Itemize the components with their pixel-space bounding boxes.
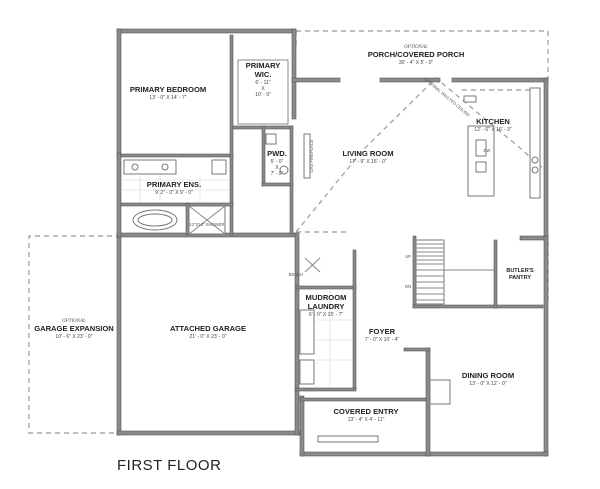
primary-wic-dims3: 10' - 9" <box>255 92 271 98</box>
dining-room-dims: 13' - 0" X 12' - 0" <box>469 381 506 387</box>
sink-icon <box>131 163 139 171</box>
staircase: UP DN <box>405 239 494 305</box>
kitchen-dims: 12' - 6" X 16' - 3" <box>474 127 511 133</box>
dining-room-name: DINING ROOM <box>462 371 514 380</box>
dishwasher-label: DW <box>484 148 491 153</box>
primary-wic-name2: WIC. <box>255 70 272 79</box>
washer-icon <box>299 359 315 385</box>
stair-down-label: DN <box>405 284 411 289</box>
foyer-dims: 7' - 0" X 10' - 4" <box>365 337 400 343</box>
vanity <box>123 159 177 175</box>
mudroom-name2: LAUNDRY <box>308 302 345 311</box>
pwd-dims3: 7' - 9" <box>271 171 284 177</box>
exterior-walls <box>116 28 549 457</box>
pwd-dims2: X <box>275 165 279 171</box>
garage-expansion-name: GARAGE EXPANSION <box>34 324 114 333</box>
porch-optional: OPTIONAL <box>404 45 428 50</box>
primary-ens-name: PRIMARY ENS. <box>147 180 201 189</box>
primary-bedroom-dims: 13' - 0" X 14' - 7" <box>149 95 186 101</box>
primary-bedroom-name: PRIMARY BEDROOM <box>130 85 206 94</box>
primary-ens-dims: 9' 2" - 0" X 9' - 0" <box>155 190 193 196</box>
primary-wic-dims1: 6' - 11" <box>255 80 270 86</box>
garage-expansion-dims: 10' - 6" X 23' - 0" <box>55 334 92 340</box>
kitchen-fixtures: DW <box>463 87 541 199</box>
shower-label: 12"X12" SHOWER <box>189 222 224 227</box>
stair-up-label: UP <box>405 254 411 259</box>
garage-expansion-optional: OPTIONAL <box>62 319 86 324</box>
butlers-pantry-name1: BUTLER'S <box>506 268 534 274</box>
kitchen-island <box>467 125 495 197</box>
primary-wic-name1: PRIMARY <box>246 61 281 70</box>
bench-label: BENCH <box>289 272 304 277</box>
sink-icon <box>161 163 169 171</box>
fireplace-label: GAS FIREPLACE <box>309 139 314 172</box>
kitchen-name: KITCHEN <box>476 117 510 126</box>
primary-wic-dims2: X <box>261 86 265 92</box>
fireplace: GAS FIREPLACE <box>303 133 314 179</box>
living-room-name: LIVING ROOM <box>342 149 393 158</box>
attached-garage-name: ATTACHED GARAGE <box>170 324 246 333</box>
toilet-icon <box>265 133 277 145</box>
porch-dims: 30' - 4" X 5' - 0" <box>399 60 434 66</box>
interior-walls <box>120 34 544 402</box>
toilet-icon <box>211 159 227 175</box>
foyer-name: FOYER <box>369 327 396 336</box>
mudroom-fixtures: BENCH <box>289 257 353 388</box>
butlers-pantry-name2: PANTRY <box>509 275 531 281</box>
mudroom-dims: 6' - 0" X 15' - 7" <box>309 312 344 318</box>
attached-garage-dims: 21' - 0" X 23' - 0" <box>189 334 226 340</box>
pwd-dims1: 5' - 0" <box>271 159 284 165</box>
plan-title: FIRST FLOOR <box>117 457 222 474</box>
sink-icon <box>279 165 289 175</box>
pwd-name: PWD. <box>267 149 287 158</box>
covered-entry-name: COVERED ENTRY <box>333 407 398 416</box>
bench <box>299 309 315 355</box>
porch-name: PORCH/COVERED PORCH <box>368 50 465 59</box>
entry-details <box>317 379 451 443</box>
kitchen-counter <box>529 87 541 199</box>
ensuite-fixtures: 12"X12" SHOWER <box>121 133 289 235</box>
covered-entry-dims: 13' - 4" X 4' - 11" <box>348 417 385 423</box>
kitchen-sink <box>475 139 487 157</box>
living-room-dims: 17' - 9" X 16' - 0" <box>349 159 386 165</box>
room-labels: OPTIONAL PORCH/COVERED PORCH 30' - 4" X … <box>34 45 534 423</box>
mudroom-name1: MUDROOM <box>306 293 347 302</box>
